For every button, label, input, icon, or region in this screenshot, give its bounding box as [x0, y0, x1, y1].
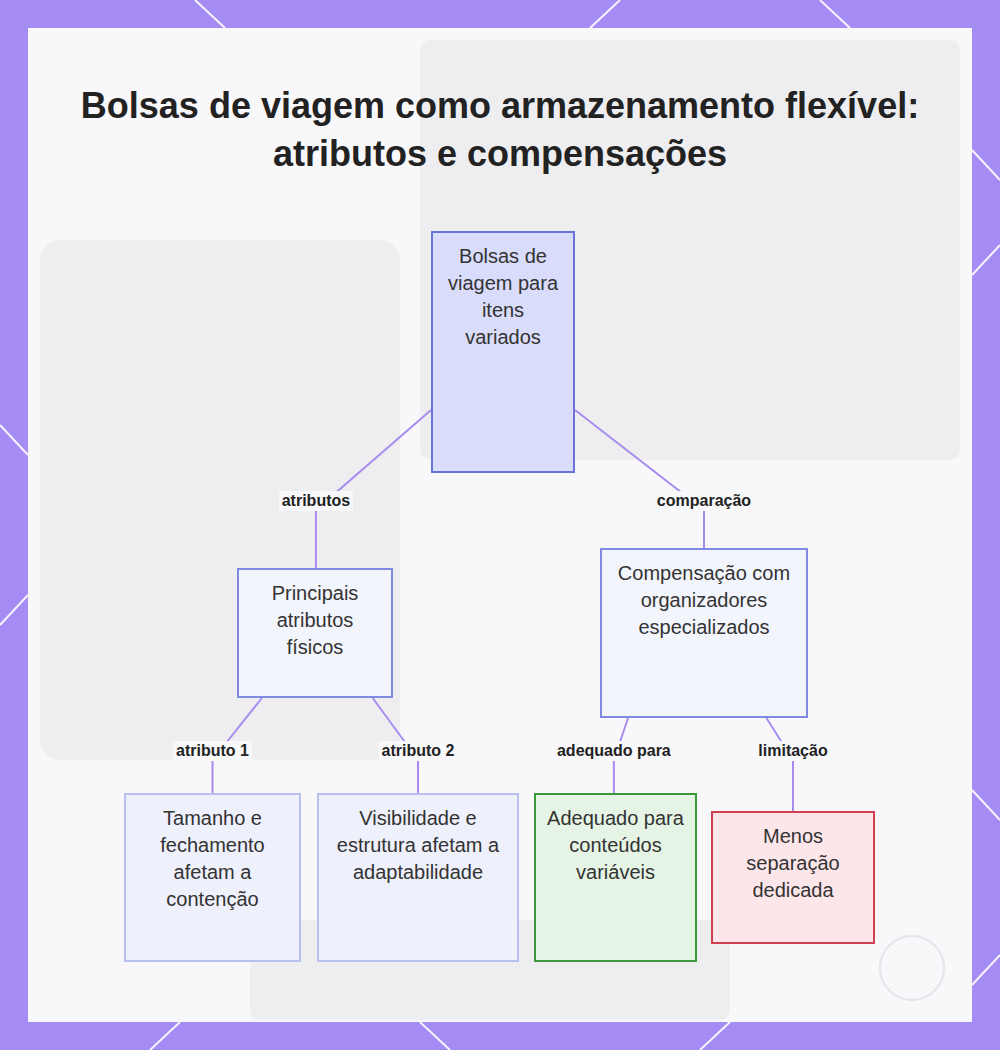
limitation-box: Menos separação dedicada: [711, 811, 875, 944]
benefit-box: Adequado para conteúdos variáveis: [534, 793, 697, 962]
edge-label: comparação: [654, 491, 754, 511]
edge-label: atributo 2: [379, 741, 458, 761]
edge-label: atributos: [279, 491, 353, 511]
attribute-box: Tamanho e fechamento afetam a contenção: [124, 793, 301, 962]
edge-label: adequado para: [554, 741, 674, 761]
node-text: Tamanho e fechamento afetam a contenção: [136, 805, 289, 913]
connector-line: [766, 718, 793, 811]
attribute-box: Visibilidade e estrutura afetam a adapta…: [317, 793, 519, 962]
node-text: Menos separação dedicada: [723, 823, 863, 904]
connector-line: [316, 410, 431, 568]
root-box: Bolsas de viagem para itens variados: [431, 231, 575, 473]
edge-label: atributo 1: [173, 741, 252, 761]
diagram-title: Bolsas de viagem como armazenamento flex…: [60, 82, 940, 178]
connector-line: [575, 410, 704, 548]
node-text: Principais atributos físicos: [249, 580, 381, 661]
node-text: Bolsas de viagem para itens variados: [443, 243, 563, 351]
node-text: Adequado para conteúdos variáveis: [546, 805, 685, 886]
category-box: Principais atributos físicos: [237, 568, 393, 698]
category-box: Compensação com organizadores especializ…: [600, 548, 808, 718]
node-text: Compensação com organizadores especializ…: [612, 560, 796, 641]
node-text: Visibilidade e estrutura afetam a adapta…: [329, 805, 507, 886]
edge-label: limitação: [755, 741, 830, 761]
